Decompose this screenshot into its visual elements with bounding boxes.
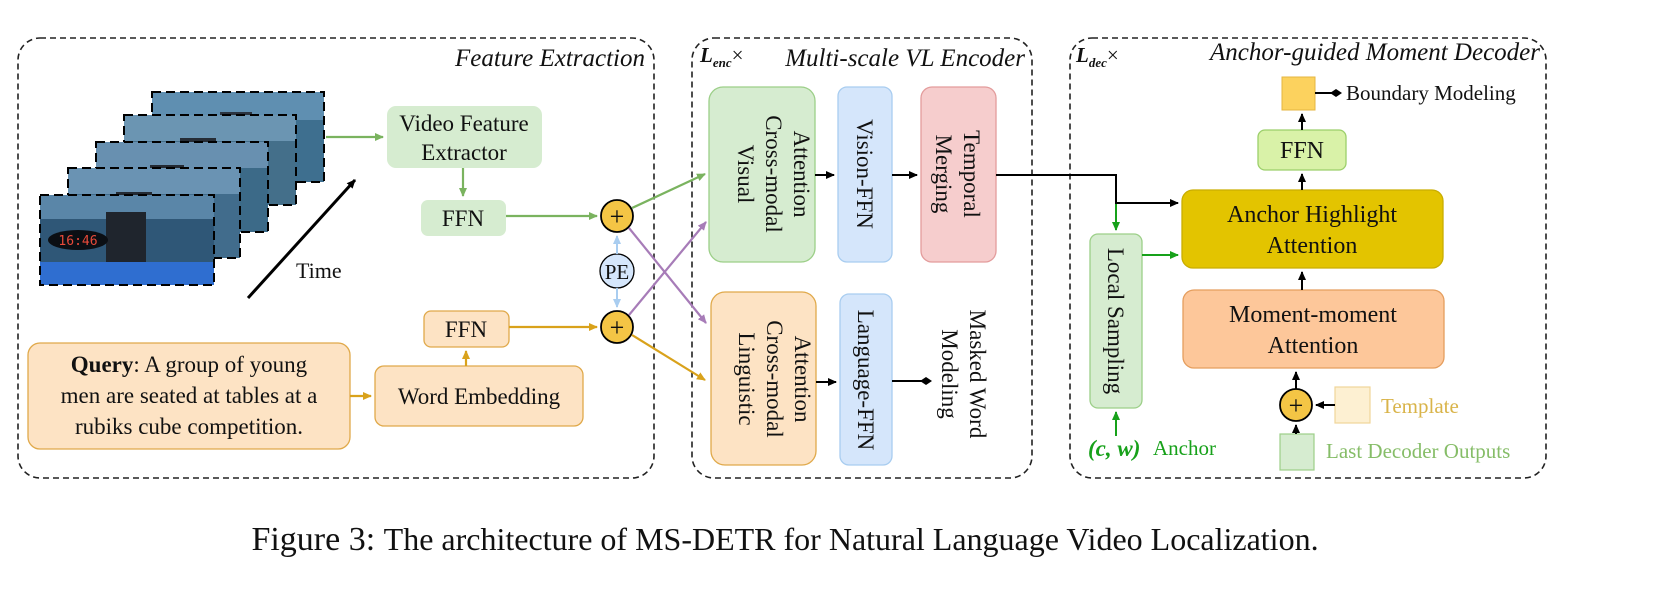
visual-cross-modal-attention-label: Visual Cross-modal Attention	[733, 115, 814, 233]
svg-text:Linguistic: Linguistic	[734, 332, 759, 425]
boundary-modeling-label: Boundary Modeling	[1346, 81, 1516, 105]
plus-sign-decoder: +	[1289, 391, 1304, 420]
vision-ffn-label: Vision-FFN	[852, 119, 877, 229]
arrow-merging-to-decoder	[996, 174, 1117, 230]
encoder-title: Multi-scale VL Encoder	[784, 45, 1025, 72]
anchor-label: Anchor	[1153, 436, 1216, 460]
time-label: Time	[296, 258, 342, 283]
anchor-highlight-attention-box	[1181, 189, 1444, 269]
decoder-ffn-label: FFN	[1280, 138, 1324, 164]
encoder-repeat-label: Lenc×	[699, 43, 743, 70]
svg-text:Modeling: Modeling	[937, 329, 962, 419]
decoder-panel	[1069, 37, 1547, 479]
arrow-plus-text-to-visual	[628, 221, 707, 316]
decoder-title: Anchor-guided Moment Decoder	[1208, 39, 1540, 66]
moment-moment-attention-box	[1182, 289, 1445, 369]
template-square	[1334, 386, 1371, 424]
plus-circle-video	[600, 199, 634, 233]
temporal-merging-label: Temporal Merging	[931, 130, 984, 218]
linguistic-cross-modal-attention-label: Linguistic Cross-modal Attention	[734, 320, 815, 438]
svg-text:Temporal: Temporal	[959, 130, 984, 218]
language-ffn-label: Language-FFN	[853, 310, 878, 451]
ffn-video-box	[421, 200, 506, 236]
local-sampling-label: Local Sampling	[1103, 248, 1128, 395]
anchor-math: (c, w)	[1088, 436, 1140, 461]
ffn-video-label: FFN	[442, 206, 485, 231]
svg-text:Cross-modal: Cross-modal	[762, 320, 787, 438]
query-line-3: rubiks cube competition.	[75, 414, 303, 439]
arrow-plus-video-to-visual	[631, 173, 706, 209]
video-feature-extractor-box	[387, 106, 542, 168]
language-ffn-box	[839, 293, 893, 466]
ffn-text-box	[423, 310, 510, 348]
boundary-modeling-square	[1281, 76, 1316, 111]
decoder-repeat-label: Ldec×	[1075, 43, 1119, 70]
arrow-plus-text-to-linguistic	[631, 334, 706, 381]
timer-digits: 16:46	[58, 234, 97, 249]
svg-text:Cross-modal: Cross-modal	[761, 115, 786, 233]
word-embedding-box	[374, 365, 584, 427]
anchor-highlight-attention-label-2: Attention	[1267, 233, 1358, 259]
masked-word-modeling-label: Masked Word Modeling	[937, 310, 990, 439]
svg-text:Attention: Attention	[789, 131, 814, 218]
last-decoder-outputs-label: Last Decoder Outputs	[1326, 439, 1510, 463]
last-decoder-outputs-square	[1279, 433, 1315, 471]
svg-text:Local Sampling: Local Sampling	[1103, 248, 1128, 395]
moment-moment-attention-label-1: Moment-moment	[1229, 302, 1397, 328]
pe-label: PE	[605, 260, 630, 284]
feature-extraction-title: Feature Extraction	[454, 45, 645, 72]
query-line-2: men are seated at tables at a	[61, 383, 318, 408]
timer-display	[48, 230, 108, 250]
svg-text:Masked Word: Masked Word	[965, 310, 990, 439]
video-feature-extractor-label: Video Feature	[399, 111, 529, 136]
template-label: Template	[1381, 394, 1459, 418]
svg-text:Visual: Visual	[733, 145, 758, 204]
video-frame-1: 16:46	[39, 194, 215, 286]
svg-text:Merging: Merging	[931, 135, 956, 214]
moment-moment-attention-label-2: Attention	[1268, 333, 1359, 359]
time-arrow	[246, 178, 357, 300]
plus-sign-text: +	[610, 313, 625, 342]
arrow-merging-to-anchor-highlight	[1115, 175, 1179, 207]
linguistic-cross-modal-attention-box	[710, 291, 817, 466]
arrow-plus-video-to-linguistic	[628, 227, 707, 324]
figure-caption: Figure 3: The architecture of MS-DETR fo…	[251, 521, 1318, 558]
plus-sign-video: +	[610, 202, 625, 231]
svg-text:Language-FFN: Language-FFN	[853, 310, 878, 451]
anchor-highlight-attention-label-1: Anchor Highlight	[1227, 202, 1397, 228]
svg-text:Attention: Attention	[790, 336, 815, 423]
video-frames-stack: 16:46	[39, 91, 325, 286]
query-line-1: Query: A group of young	[71, 352, 308, 377]
plus-circle-text	[600, 310, 634, 344]
video-feature-extractor-label-2: Extractor	[421, 140, 507, 165]
local-sampling-box	[1089, 233, 1143, 409]
svg-text:Vision-FFN: Vision-FFN	[852, 119, 877, 229]
ffn-text-label: FFN	[445, 317, 488, 342]
word-embedding-label: Word Embedding	[398, 384, 561, 409]
